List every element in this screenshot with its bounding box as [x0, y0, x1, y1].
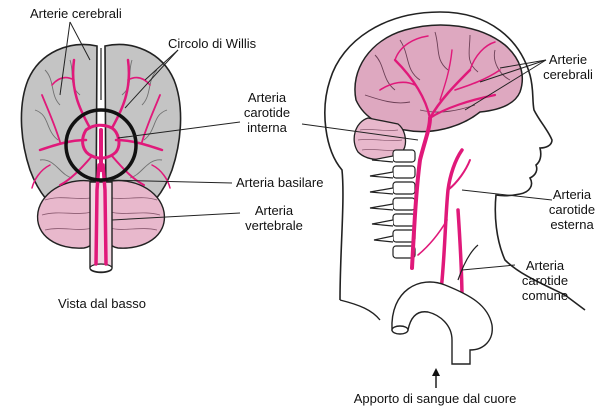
label-arteria-basilare: Arteria basilare — [236, 175, 323, 190]
label-arteria-carotide-esterna: Arteria carotide esterna — [542, 187, 602, 232]
label-arteria-carotide-interna: Arteria carotide interna — [232, 90, 302, 135]
label-carotide-esterna-l1: Arteria — [542, 187, 602, 202]
label-vista-dal-basso: Vista dal basso — [52, 296, 152, 311]
blood-supply-arrow — [432, 368, 440, 388]
brain-side — [355, 25, 522, 132]
label-arterie-cerebrali-right: Arterie cerebrali — [536, 52, 600, 82]
label-carotide-comune-l3: comune — [514, 288, 576, 303]
label-vertebrale-l1: Arteria — [236, 203, 312, 218]
label-carotide-esterna-l2: carotide — [542, 202, 602, 217]
brainstem — [90, 182, 112, 273]
label-carotide-esterna-l3: esterna — [542, 217, 602, 232]
label-arteria-vertebrale: Arteria vertebrale — [236, 203, 312, 233]
label-arterie-cerebrali-r1: Arterie — [536, 52, 600, 67]
label-carotide-interna-l1: Arteria — [232, 90, 302, 105]
label-vertebrale-l2: vertebrale — [236, 218, 312, 233]
cervical-spine — [370, 150, 415, 258]
label-arteria-carotide-comune: Arteria carotide comune — [514, 258, 576, 303]
label-apporto-di-sangue: Apporto di sangue dal cuore — [340, 391, 530, 406]
label-circolo-di-willis: Circolo di Willis — [168, 36, 256, 51]
label-carotide-interna-l2: carotide — [232, 105, 302, 120]
label-carotide-interna-l3: interna — [232, 120, 302, 135]
aortic-arch — [392, 282, 492, 364]
label-arterie-cerebrali-r2: cerebrali — [536, 67, 600, 82]
label-carotide-comune-l1: Arteria — [514, 258, 576, 273]
label-arterie-cerebrali-left: Arterie cerebrali — [30, 6, 122, 21]
brain-bottom-view — [21, 44, 180, 272]
label-carotide-comune-l2: carotide — [514, 273, 576, 288]
